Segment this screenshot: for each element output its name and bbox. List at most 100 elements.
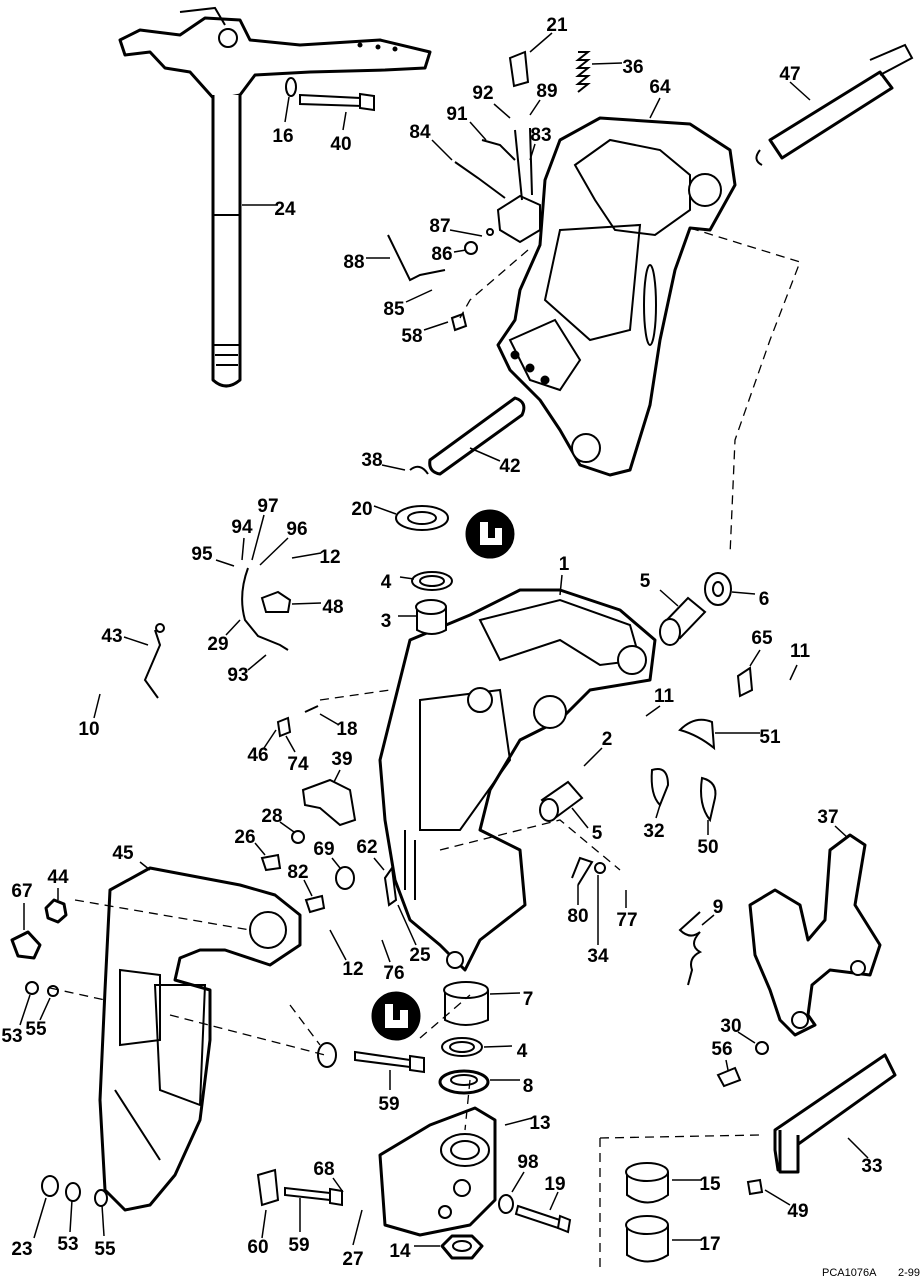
leader-line-37: [834, 825, 849, 839]
callout-43: 43: [101, 626, 122, 647]
leader-line-60: [261, 1209, 267, 1239]
leader-line-27: [352, 1209, 363, 1246]
callout-40: 40: [330, 134, 351, 155]
leader-line-89: [529, 99, 541, 116]
callout-38: 38: [361, 450, 382, 471]
leader-line-56: [725, 1059, 729, 1071]
callout-34: 34: [587, 946, 609, 967]
callout-82: 82: [287, 862, 308, 883]
seal-symbols: [371, 509, 515, 1041]
callout-9: 9: [713, 897, 724, 918]
leader-line-28: [279, 821, 295, 833]
callout-12: 12: [319, 547, 340, 568]
callout-68: 68: [313, 1159, 334, 1180]
leader-line-33: [847, 1137, 869, 1159]
leader-line-36: [591, 62, 623, 65]
callout-42: 42: [499, 456, 520, 477]
leader-line-10: [93, 693, 101, 719]
leader-line-13: [504, 1117, 533, 1126]
callout-45: 45: [112, 843, 134, 864]
callout-8: 8: [523, 1076, 534, 1097]
leader-line-94: [241, 537, 245, 561]
assembly-lines: [49, 227, 801, 1270]
leader-line-85: [405, 289, 433, 303]
callout-69: 69: [313, 839, 334, 860]
leader-line-30: [737, 1031, 756, 1044]
callout-16: 16: [272, 126, 293, 147]
callout-89: 89: [536, 81, 557, 102]
callout-44: 44: [47, 867, 69, 888]
callout-39: 39: [331, 749, 352, 770]
small-hardware: [10, 50, 769, 1263]
callout-37: 37: [817, 807, 838, 828]
callout-6: 6: [759, 589, 770, 610]
drawing-code: PCA1076A: [822, 1267, 877, 1279]
callout-65: 65: [751, 628, 773, 649]
callout-5: 5: [592, 823, 603, 844]
pad-part-33: [773, 1053, 897, 1174]
leader-line-49: [764, 1189, 791, 1206]
callout-15: 15: [699, 1174, 721, 1195]
leader-line-69: [331, 857, 341, 869]
callout-60: 60: [247, 1237, 268, 1258]
leader-line-53: [19, 994, 31, 1026]
leader-line-55: [101, 1204, 105, 1237]
tilt-support-part-37: [748, 833, 882, 1037]
leader-line-9: [701, 914, 715, 926]
callout-55: 55: [25, 1019, 47, 1040]
leader-line-76: [381, 939, 391, 963]
leader-line-16: [284, 96, 290, 123]
leader-line-82: [303, 879, 313, 897]
callout-84: 84: [409, 122, 431, 143]
callout-88: 88: [343, 252, 364, 273]
steering-shaft-part-24: [118, 6, 432, 388]
leader-line-65: [749, 649, 761, 667]
callout-48: 48: [322, 597, 343, 618]
callout-93: 93: [227, 665, 248, 686]
callout-56: 56: [711, 1039, 732, 1060]
leader-line-29: [225, 619, 241, 636]
callout-20: 20: [351, 499, 372, 520]
callout-11: 11: [790, 641, 811, 662]
bearing-housing-part-13: [378, 1106, 497, 1237]
leader-line-96: [259, 537, 289, 566]
leader-line-64: [649, 97, 661, 119]
callout-21: 21: [546, 15, 568, 36]
leader-line-62: [373, 857, 385, 871]
leader-line-93: [247, 654, 267, 671]
callout-33: 33: [861, 1156, 882, 1177]
callout-23: 23: [11, 1239, 32, 1260]
callout-12: 12: [342, 959, 363, 980]
leader-line-40: [342, 111, 347, 131]
callout-17: 17: [699, 1234, 720, 1255]
leader-line-5: [659, 589, 679, 607]
callout-50: 50: [697, 837, 718, 858]
pin-part-42: [428, 396, 526, 476]
callout-87: 87: [429, 216, 450, 237]
leader-line-12: [291, 552, 322, 559]
leader-line-7: [489, 992, 521, 995]
leader-line-20: [373, 505, 397, 515]
leader-line-21: [529, 32, 553, 53]
leader-line-43: [123, 636, 149, 646]
leader-line-92: [493, 103, 511, 119]
leader-line-46: [263, 729, 277, 749]
leader-line-97: [251, 514, 265, 561]
leader-line-68: [332, 1177, 344, 1193]
callout-7: 7: [523, 989, 534, 1010]
callout-29: 29: [207, 634, 228, 655]
clamp-bracket-part-45: [98, 866, 302, 1212]
callout-14: 14: [389, 1241, 411, 1262]
callout-47: 47: [779, 64, 800, 85]
leader-line-6: [731, 591, 756, 595]
callout-59: 59: [378, 1094, 399, 1115]
callout-28: 28: [261, 806, 282, 827]
callout-36: 36: [622, 57, 643, 78]
callout-49: 49: [787, 1201, 808, 1222]
callout-32: 32: [643, 821, 664, 842]
leader-line-5: [571, 807, 589, 829]
leader-line-25: [397, 904, 417, 946]
